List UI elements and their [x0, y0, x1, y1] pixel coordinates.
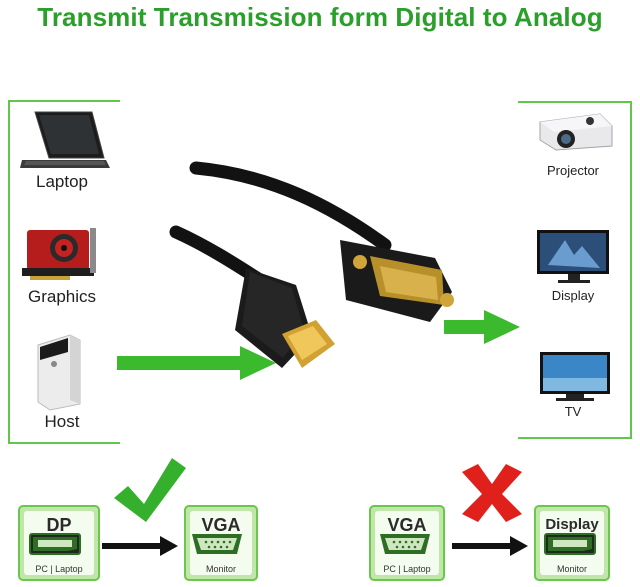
- laptop-icon: [20, 111, 110, 168]
- graphics-card-icon: [22, 228, 96, 280]
- output-arrow: [444, 310, 520, 344]
- tag-sub: Monitor: [205, 564, 236, 574]
- source-label-host: Host: [44, 412, 80, 431]
- cross-icon: [462, 464, 522, 522]
- source-label-laptop: Laptop: [36, 172, 88, 191]
- tag-sub: PC | Laptop: [383, 564, 431, 574]
- tag-head: VGA: [201, 515, 241, 535]
- compat-arrow-2: [452, 536, 528, 556]
- target-label-projector: Projector: [546, 163, 600, 178]
- dp-to-vga-cable: [169, 161, 454, 368]
- projector-icon: [539, 113, 613, 151]
- display-icon: [537, 230, 609, 283]
- tag-head: DP: [46, 515, 72, 535]
- tag-vga-source: VGA PC | Laptop: [369, 505, 445, 581]
- source-label-graphics: Graphics: [27, 287, 97, 306]
- target-label-tv: TV: [564, 404, 582, 419]
- tag-head: VGA: [387, 515, 427, 535]
- checkmark-icon: [114, 458, 186, 522]
- tag-head: Display: [545, 516, 599, 533]
- tag-display-target: Display Monitor: [534, 505, 610, 581]
- desktop-tower-icon: [37, 334, 81, 411]
- input-arrow: [117, 346, 276, 380]
- tag-sub: PC | Laptop: [35, 564, 83, 574]
- target-label-display: Display: [551, 288, 595, 303]
- tag-sub: Monitor: [556, 564, 587, 574]
- tv-icon: [540, 352, 610, 401]
- page-title: Transmit Transmission form Digital to An…: [37, 2, 603, 32]
- compat-arrow-1: [102, 536, 178, 556]
- tag-vga-target: VGA Monitor: [184, 505, 258, 581]
- tag-dp-source: DP PC | Laptop: [18, 505, 100, 581]
